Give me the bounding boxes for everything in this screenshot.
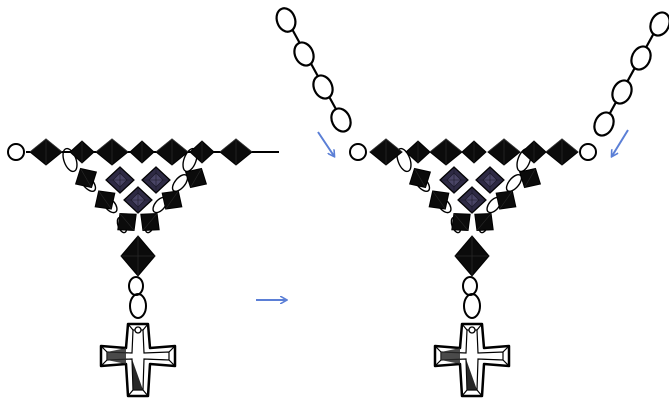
cross-pendant-icon: [99, 322, 177, 398]
before-assembly-panel: [7, 138, 279, 398]
middle-row-beads: [69, 161, 213, 195]
drop-bead: [454, 235, 490, 277]
chain-right: [593, 11, 669, 137]
jump-ring: [462, 276, 478, 296]
diagonal-arrow-icon: [317, 131, 334, 156]
top-row-beads: [369, 138, 579, 166]
diagonal-arrow-icon: [612, 129, 629, 156]
after-assembly-panel: [275, 7, 669, 398]
jump-ring: [463, 293, 481, 319]
cross-pendant-icon: [433, 322, 511, 398]
drop-bead: [120, 235, 156, 277]
jump-ring-right: [579, 143, 597, 161]
jump-ring-left: [349, 143, 367, 161]
jump-ring: [128, 276, 144, 296]
jump-ring: [129, 293, 147, 319]
chain-left: [275, 7, 352, 133]
middle-row-beads: [403, 161, 547, 195]
jump-ring-left: [7, 143, 25, 161]
